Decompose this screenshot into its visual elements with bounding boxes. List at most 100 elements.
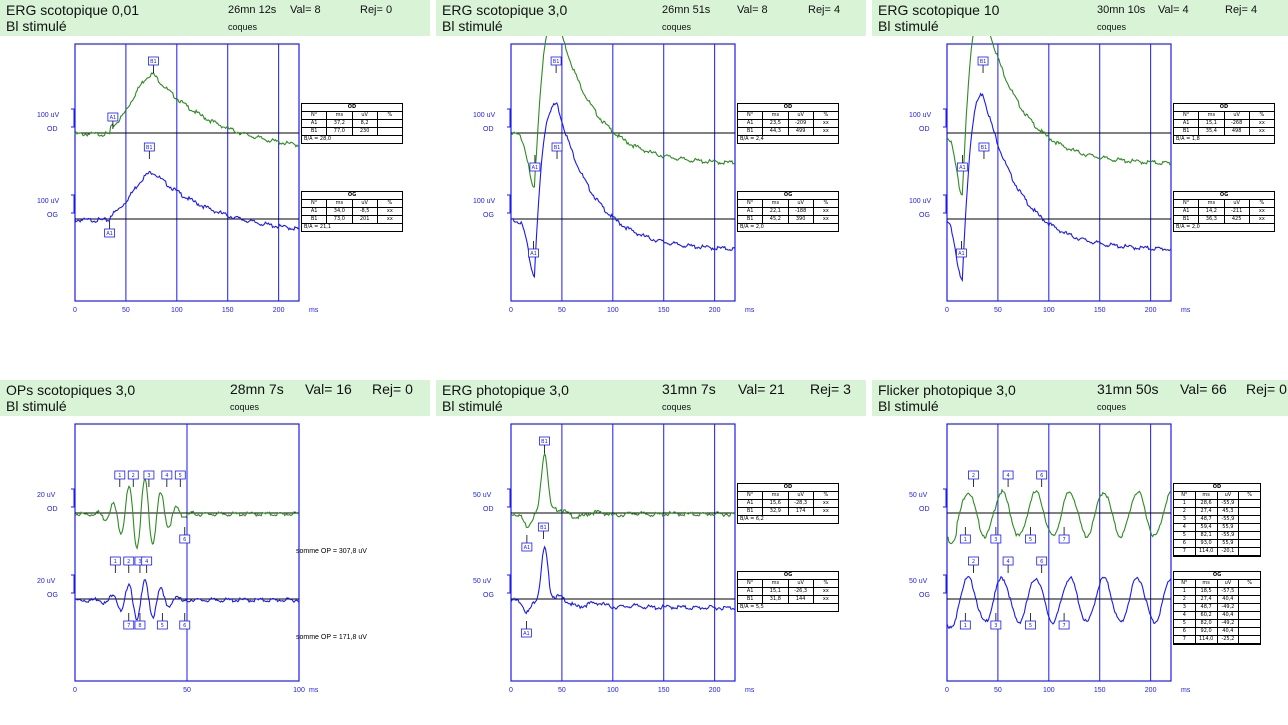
table-title: OG [738, 192, 838, 200]
marker-box [977, 56, 989, 66]
table-cell [1239, 588, 1260, 595]
table-title: OG [302, 192, 402, 200]
table-title: OD [302, 104, 402, 112]
table-cell [1239, 500, 1260, 507]
table-cell: 82,0 [1196, 620, 1218, 627]
scale-label: 100 uV [909, 112, 932, 119]
scale-label: 50 uV [909, 578, 928, 585]
table-cell: A1 [738, 120, 764, 127]
marker-box [520, 628, 532, 638]
table-cell: xx [386, 208, 393, 214]
marker-label: 4 [145, 559, 148, 565]
table-cell: % [823, 492, 829, 498]
table-cell: xx [822, 208, 829, 214]
x-tick-label: 100 [607, 307, 619, 314]
marker-box [174, 470, 186, 480]
og-label: OG [483, 592, 494, 599]
panel-title: ERG scotopique 0,01 [6, 2, 140, 18]
table-cell: 36,3 [1199, 216, 1225, 223]
x-tick-label: 200 [709, 307, 721, 314]
od-waveform [946, 36, 1172, 196]
table-cell: 2 [1174, 596, 1196, 603]
table-cell: 60,2 [1196, 612, 1218, 619]
table-cell: 23,5 [763, 120, 789, 127]
table-cell: xx [822, 120, 829, 126]
plot-frame [946, 43, 1172, 302]
table-title: OD [738, 484, 838, 492]
electrode-type: coques [1097, 402, 1127, 412]
scale-bar [943, 108, 947, 128]
table-cell: 114,0 [1196, 548, 1218, 555]
scale-bar [943, 488, 947, 508]
panel-subtitle: Bl stimulé [6, 18, 67, 34]
table-cell: 201 [353, 216, 378, 223]
x-tick-label: 150 [658, 307, 670, 314]
marker-box [114, 470, 126, 480]
x-tick-label: 200 [1145, 307, 1157, 314]
og-waveform [510, 102, 736, 279]
panel-title: ERG scotopique 3,0 [442, 2, 568, 18]
marker-label: 2 [132, 473, 135, 479]
table-cell: uV [1225, 200, 1250, 207]
od-label: OD [919, 506, 930, 513]
table-cell: N° [1174, 112, 1200, 119]
table-cell: % [823, 200, 829, 206]
od-waveform [510, 36, 736, 188]
table-cell: A1 [1174, 120, 1200, 127]
marker-label: 3 [147, 473, 150, 479]
od-label: OD [483, 506, 494, 513]
marker-label: 8 [138, 623, 141, 629]
table-cell: uV [353, 200, 378, 207]
od-label: OD [47, 506, 58, 513]
table-cell: B1 [302, 128, 328, 135]
table-cell: 59,4 [1196, 524, 1218, 531]
table-title: OD [1174, 484, 1260, 492]
og-somme-op: somme OP = 171,8 uV [296, 634, 367, 641]
table-cell [1239, 508, 1260, 515]
marker-label: 2 [127, 559, 130, 565]
table-cell: xx [386, 216, 393, 222]
marker-label: 5 [179, 473, 182, 479]
table-cell: % [1259, 112, 1265, 118]
table-cell: uV [789, 200, 814, 207]
table-title: OG [738, 572, 838, 580]
table-cell: 114,0 [1196, 636, 1218, 643]
panel-title: ERG photopique 3,0 [442, 382, 569, 398]
electrode-type: coques [662, 402, 692, 412]
od-waveform [74, 71, 300, 148]
table-cell: 40,4 [1218, 628, 1240, 635]
scale-bar [71, 574, 75, 594]
marker-box [956, 248, 967, 258]
marker-box [529, 162, 541, 172]
table-cell: xx [822, 588, 829, 594]
table-cell: 2 [1174, 508, 1196, 515]
table-cell: A1 [738, 500, 764, 507]
marker-box [1036, 556, 1048, 566]
table-cell: -8,5 [353, 208, 378, 215]
table-cell [1239, 636, 1260, 643]
acquisition-time: 26mn 51s [662, 4, 711, 16]
og-label: OG [47, 212, 58, 219]
og-waveform [74, 579, 300, 621]
table-cell: 45,3 [1218, 508, 1240, 515]
marker-label: 1 [118, 473, 121, 479]
marker-box [141, 556, 153, 566]
marker-label: 3 [994, 623, 997, 629]
